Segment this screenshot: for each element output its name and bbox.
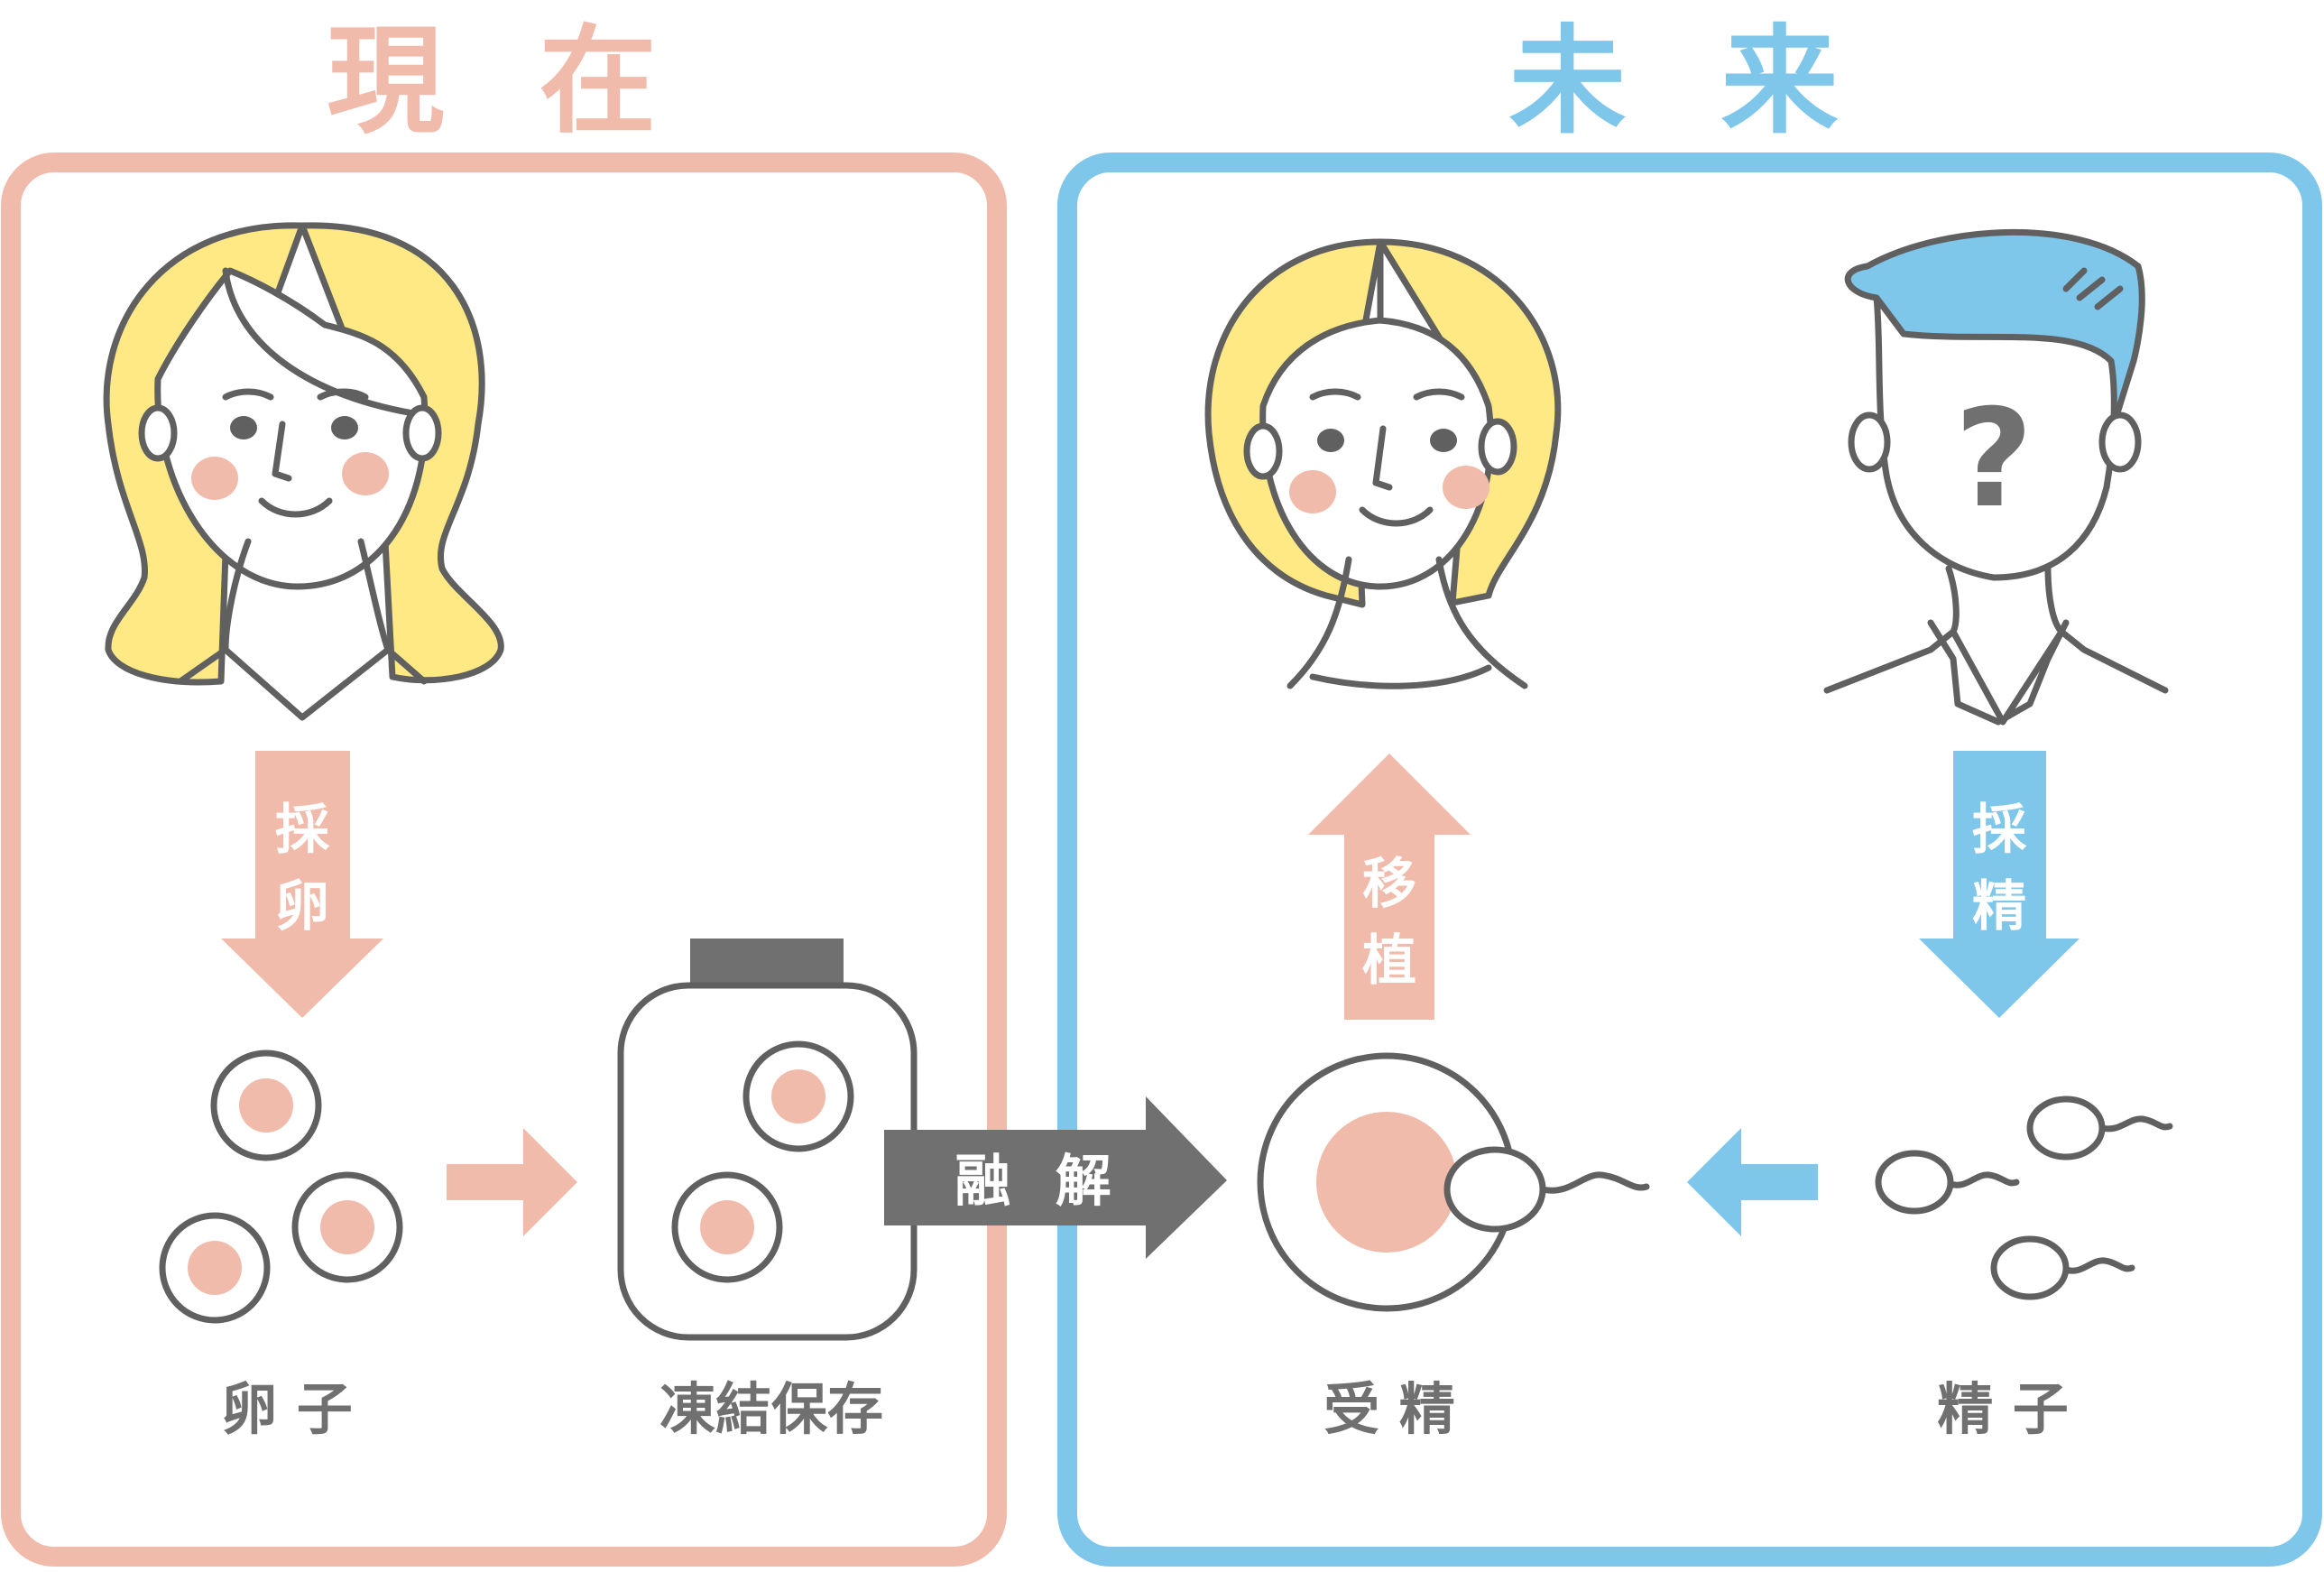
- question-mark-icon: ?: [1954, 381, 2033, 538]
- fertilized-egg-icon: [1257, 1052, 1650, 1312]
- egg-nuclei: [188, 1078, 374, 1295]
- to-storage-arrow: [447, 1128, 577, 1236]
- freezer-container-icon: [617, 939, 918, 1341]
- egg-retrieval-label-1: 採: [275, 799, 330, 862]
- caption-frozen-storage: 凍結保存: [659, 1376, 883, 1442]
- caption-sperm: 精 子: [1937, 1376, 2069, 1442]
- woman-face-details: [191, 416, 389, 500]
- to-fertilization-arrow: [1687, 1128, 1818, 1236]
- woman-future-icon: [1204, 238, 1562, 689]
- man-question-icon: [1823, 228, 2169, 726]
- egg-retrieval-label-2: 卵: [275, 875, 329, 939]
- thaw-label: 融 解: [954, 1148, 1124, 1214]
- sperm-collection-label-1: 採: [1972, 799, 2027, 862]
- woman-icon: [103, 222, 504, 721]
- woman-future-face-details: [1289, 429, 1489, 513]
- caption-fertilization: 受 精: [1323, 1376, 1455, 1442]
- future-frame: [1057, 153, 2322, 1567]
- caption-eggs: 卵 子: [221, 1376, 353, 1442]
- sperm-icon: [1875, 1096, 2173, 1300]
- transfer-arrow: 移 植: [1308, 754, 1471, 1020]
- present-frame: [1, 153, 1007, 1567]
- heading-present: 現 在: [327, 13, 683, 150]
- transfer-label-1: 移: [1362, 853, 1416, 916]
- egg-retrieval-arrow: 採 卵: [221, 751, 383, 1018]
- sperm-collection-label-2: 精: [1972, 875, 2026, 939]
- sperm-collection-arrow: 採 精: [1919, 751, 2080, 1018]
- transfer-label-2: 植: [1362, 929, 1416, 993]
- thaw-arrow: 融 解: [884, 1096, 1227, 1259]
- heading-future: 未 来: [1508, 13, 1865, 150]
